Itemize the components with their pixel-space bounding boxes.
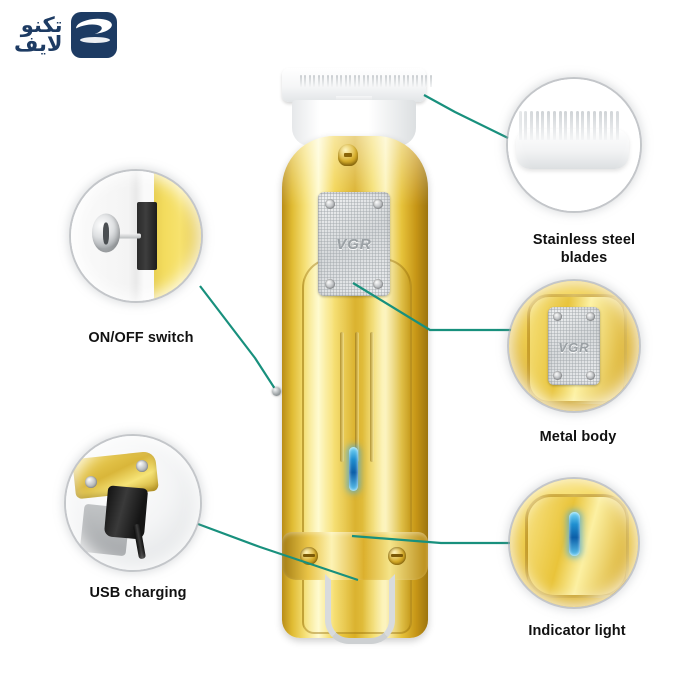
closeup-plate-screw-br <box>586 371 595 380</box>
base-screw-left <box>300 547 318 565</box>
blade-head <box>282 68 432 102</box>
metal-body-label: Metal body <box>539 429 617 445</box>
switch-knob <box>91 213 121 253</box>
top-cap-screw <box>338 144 358 166</box>
on-off-switch-bubble[interactable] <box>71 171 201 301</box>
switch-button <box>137 202 157 270</box>
switch-gold-edge <box>154 171 201 301</box>
plate-screw-br <box>373 279 383 289</box>
plate-screw-tl <box>325 199 335 209</box>
closeup-plate-screw-bl <box>553 371 562 380</box>
vgr-nameplate: VGR <box>318 192 390 296</box>
plate-screw-tr <box>373 199 383 209</box>
stainless-steel-blades-bubble[interactable] <box>508 79 640 211</box>
usb-screw-right <box>135 460 148 473</box>
indicator-light-bubble[interactable] <box>510 479 638 607</box>
on-off-switch-label: ON/OFF switch <box>88 330 194 346</box>
indicator-led-closeup <box>568 512 580 557</box>
brand-swoosh-icon <box>70 12 117 58</box>
techno-life-logo: تكنو لايف <box>14 6 204 64</box>
stainless-steel-blades-label: Stainless steel blades <box>532 232 636 267</box>
brand-sheen <box>79 37 110 43</box>
hanging-loop <box>325 574 395 644</box>
closeup-plate-screw-tr <box>586 312 595 321</box>
closeup-vgr-logo-text: VGR <box>558 339 590 355</box>
blades-teeth <box>518 110 619 140</box>
usb-charging-bubble[interactable] <box>66 436 200 570</box>
plate-screw-bl <box>325 279 335 289</box>
indicator-led <box>349 447 358 491</box>
body-grooves <box>340 332 374 462</box>
usb-screw-left <box>84 476 97 489</box>
usb-charging-label: USB charging <box>89 585 187 601</box>
switch-anchor-dot <box>272 387 281 396</box>
metal-body-bubble[interactable]: VGR <box>509 281 639 411</box>
brand-line-1: تكنو <box>20 12 63 37</box>
metal-body-plate: VGR <box>548 307 600 385</box>
base-screw-right <box>388 547 406 565</box>
indicator-light-label: Indicator light <box>528 623 626 639</box>
product-image: VGR <box>270 62 440 644</box>
brand-wordmark: تكنو لايف <box>14 12 63 56</box>
usb-plug <box>104 485 149 540</box>
vgr-logo-text: VGR <box>336 235 372 253</box>
blade-teeth <box>300 75 432 87</box>
blade-tab <box>336 96 372 103</box>
brand-line-2: لايف <box>14 32 63 56</box>
switch-stem <box>106 233 142 239</box>
closeup-plate-screw-tl <box>553 312 562 321</box>
